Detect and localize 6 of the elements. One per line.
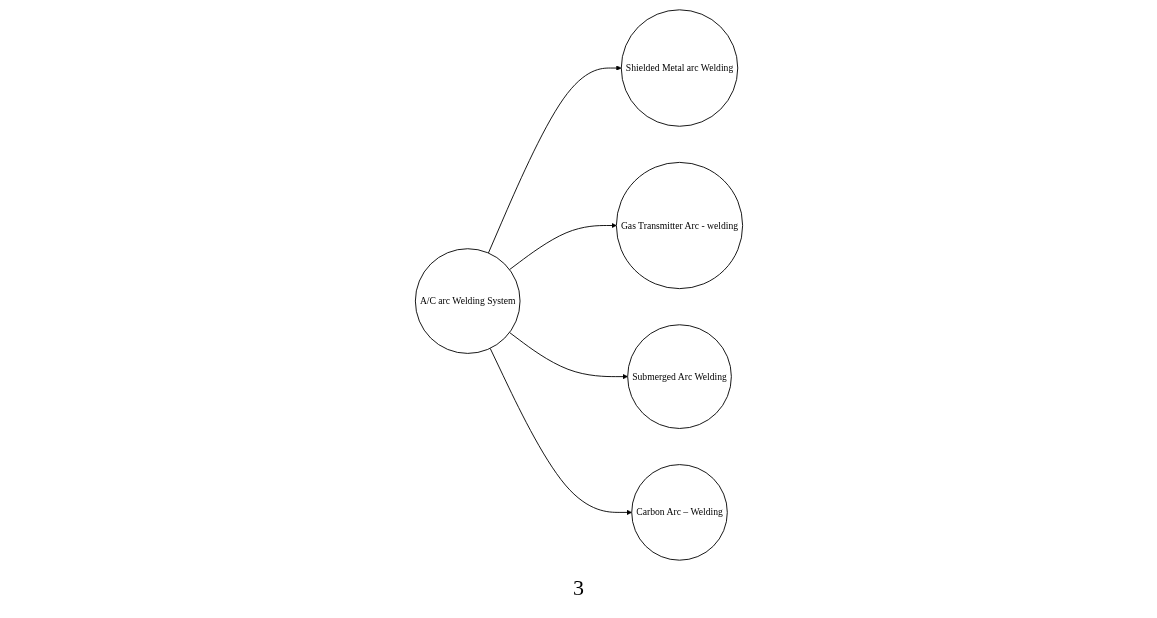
node-circle: Shielded Metal arc Welding xyxy=(620,9,738,127)
node-circle: A/C arc Welding System xyxy=(414,248,520,354)
node-circle: Gas Transmitter Arc - welding xyxy=(615,161,743,290)
node-circle: Submerged Arc Welding xyxy=(626,324,732,429)
node-circle: Carbon Arc – Welding xyxy=(630,464,728,561)
page-number: 3 xyxy=(573,575,584,600)
